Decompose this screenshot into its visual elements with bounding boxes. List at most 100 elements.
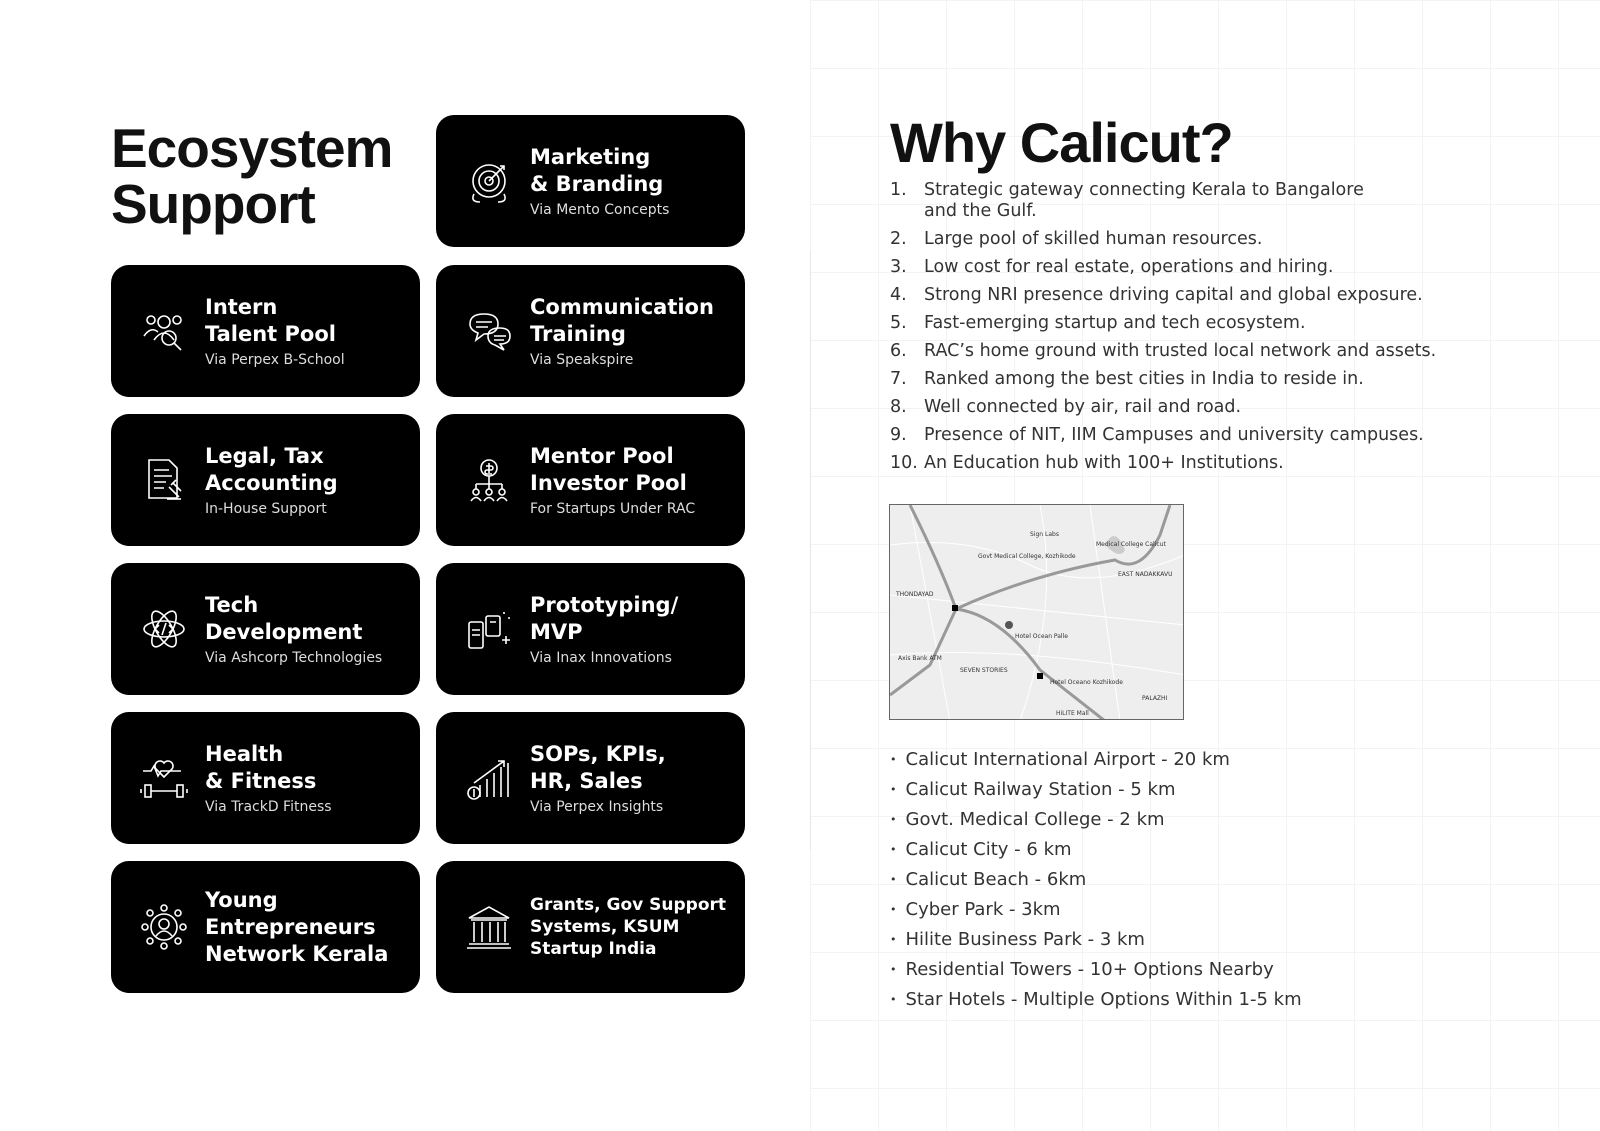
reason-number: 10. bbox=[890, 453, 918, 473]
reason-text: An Education hub with 100+ Institutions. bbox=[924, 453, 1284, 474]
card-title-line: Startup India bbox=[530, 939, 657, 959]
card-subtitle: Via Perpex Insights bbox=[530, 799, 664, 815]
reason-item: 10. An Education hub with 100+ Institutio… bbox=[890, 453, 1436, 474]
investor-network-icon bbox=[470, 459, 508, 502]
reason-text: Strong NRI presence driving capital and … bbox=[924, 285, 1423, 306]
distance-item: Calicut Railway Station - 5 km bbox=[890, 775, 1302, 805]
card-title-line: Communication bbox=[530, 295, 714, 319]
reason-number: 1. bbox=[890, 180, 907, 200]
reason-text: Large pool of skilled human resources. bbox=[924, 229, 1262, 250]
reason-item: 7. Ranked among the best cities in India … bbox=[890, 369, 1436, 390]
reason-text: Ranked among the best cities in India to… bbox=[924, 369, 1364, 390]
chat-bubbles-icon bbox=[469, 313, 511, 351]
network-person-icon bbox=[141, 904, 187, 950]
map-label: Hotel Oceano Kozhikode bbox=[1050, 679, 1123, 686]
card-title-line: Mentor Pool bbox=[530, 444, 674, 468]
map-label: HiLITE Mall bbox=[1056, 710, 1089, 717]
reason-number: 2. bbox=[890, 229, 907, 249]
card-subtitle: In-House Support bbox=[205, 501, 327, 517]
growth-chart-icon bbox=[467, 760, 509, 800]
reason-number: 4. bbox=[890, 285, 907, 305]
reason-item: 5. Fast-emerging startup and tech ecosyst… bbox=[890, 313, 1436, 334]
card-title-line: Network Kerala bbox=[205, 941, 389, 966]
card-title-line: Entrepreneurs bbox=[205, 914, 376, 939]
reason-line: An Education hub with 100+ Institutions. bbox=[924, 453, 1284, 473]
map-label: Sign Labs bbox=[1030, 531, 1059, 538]
card-title-line: Intern bbox=[205, 295, 278, 319]
reason-number: 9. bbox=[890, 425, 907, 445]
card-title-line: Accounting bbox=[205, 471, 338, 495]
reason-line: Strong NRI presence driving capital and … bbox=[924, 285, 1423, 305]
card-title-line: Legal, Tax bbox=[205, 444, 324, 468]
map-label: Medical College Calicut bbox=[1096, 541, 1166, 548]
reason-item: 2. Large pool of skilled human resources. bbox=[890, 229, 1436, 250]
map-label: THONDAYAD bbox=[896, 591, 934, 598]
reason-item: 4. Strong NRI presence driving capital an… bbox=[890, 285, 1436, 306]
reason-text: RAC’s home ground with trusted local net… bbox=[924, 341, 1436, 362]
prototype-devices-icon bbox=[468, 612, 510, 649]
card-title-line: Tech bbox=[205, 593, 259, 617]
title-line: Ecosystem bbox=[111, 117, 393, 179]
distance-item: Cyber Park - 3km bbox=[890, 895, 1302, 925]
reason-number: 3. bbox=[890, 257, 907, 277]
government-building-icon bbox=[467, 906, 511, 949]
card-title-line: Young bbox=[205, 887, 278, 912]
reason-item: 3. Low cost for real estate, operations a… bbox=[890, 257, 1436, 278]
reason-text: Presence of NIT, IIM Campuses and univer… bbox=[924, 425, 1424, 446]
map-roads bbox=[890, 505, 1183, 719]
card-subtitle: Via Inax Innovations bbox=[530, 650, 672, 666]
legal-document-icon bbox=[148, 459, 182, 500]
reason-line: Strategic gateway connecting Kerala to B… bbox=[924, 180, 1364, 200]
card-title-line: Grants, Gov Support bbox=[530, 895, 727, 915]
reason-line: and the Gulf. bbox=[924, 201, 1037, 221]
map-label: EAST NADAKKAVU bbox=[1118, 571, 1173, 578]
card-subtitle: Via Speakspire bbox=[530, 352, 634, 368]
distance-item: Residential Towers - 10+ Options Nearby bbox=[890, 955, 1302, 985]
card-subtitle: Via Mento Concepts bbox=[530, 202, 670, 218]
reasons-list: 1. Strategic gateway connecting Kerala to… bbox=[890, 180, 1436, 481]
map-label: PALAZHI bbox=[1142, 695, 1168, 702]
distance-item: Calicut Beach - 6km bbox=[890, 865, 1302, 895]
reason-number: 7. bbox=[890, 369, 907, 389]
reason-text: Strategic gateway connecting Kerala to B… bbox=[924, 180, 1364, 222]
reason-line: Fast-emerging startup and tech ecosystem… bbox=[924, 313, 1306, 333]
target-icon bbox=[472, 164, 506, 203]
map-label: Govt Medical College, Kozhikode bbox=[978, 553, 1076, 560]
card-title-line: Development bbox=[205, 620, 363, 644]
card-title-line: Training bbox=[530, 322, 626, 346]
card-subtitle: Via Perpex B-School bbox=[205, 352, 345, 368]
dumbbell-heart-icon bbox=[140, 760, 188, 798]
code-atom-icon bbox=[143, 610, 185, 648]
reason-line: Low cost for real estate, operations and… bbox=[924, 257, 1334, 277]
distance-item: Hilite Business Park - 3 km bbox=[890, 925, 1302, 955]
card-title-line: HR, Sales bbox=[530, 769, 643, 793]
reason-number: 5. bbox=[890, 313, 907, 333]
reason-item: 8.Well connected by air, rail and road. bbox=[890, 397, 1436, 418]
reason-line: RAC’s home ground with trusted local net… bbox=[924, 341, 1437, 361]
why-calicut-title: Why Calicut? bbox=[890, 111, 1234, 174]
reason-text: Low cost for real estate, operations and… bbox=[924, 257, 1333, 278]
map-label: SEVEN STORIES bbox=[960, 667, 1008, 674]
card-title-line: & Fitness bbox=[205, 769, 317, 793]
